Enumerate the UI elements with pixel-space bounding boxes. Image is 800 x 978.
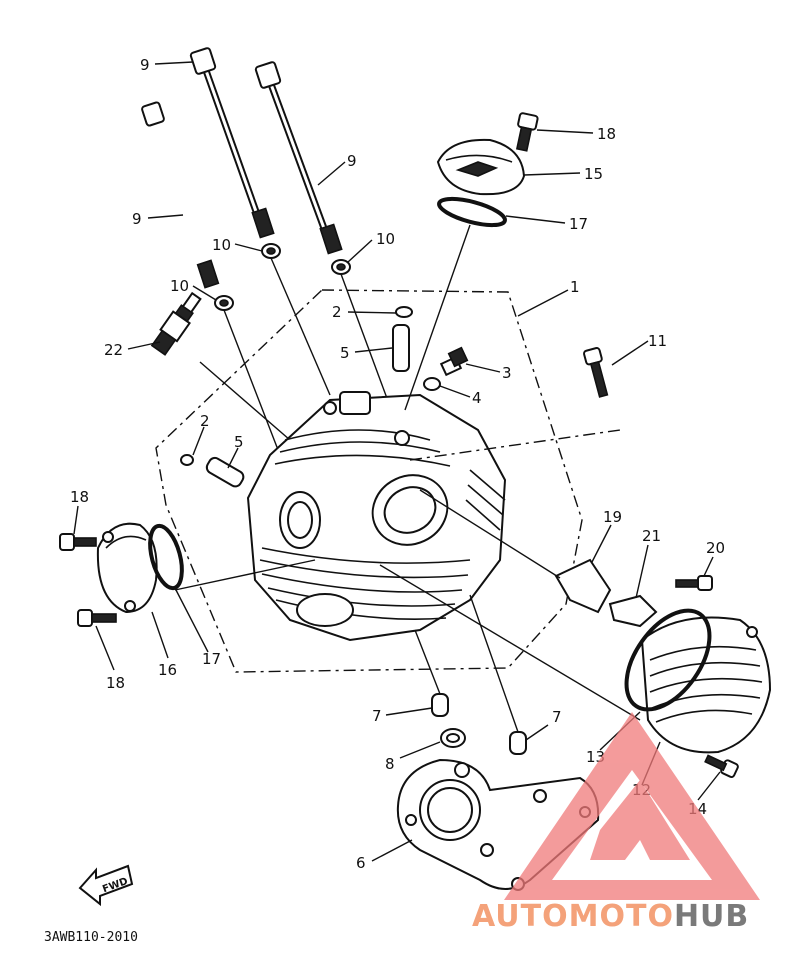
washer-4: [423, 377, 441, 391]
tappet-cover-right: [640, 616, 772, 754]
cylinder-head: [246, 391, 507, 642]
watermark-logo: [504, 712, 760, 900]
bolt-18-left-upper: [59, 533, 97, 551]
callout-20: 20: [706, 539, 725, 557]
dowel-pin-left: [431, 693, 449, 717]
circlip-upper: [395, 306, 413, 318]
callout-numbers: 9 9 9 10 10 10 2 5 3 4 1 11 18 15 17 22 …: [70, 56, 725, 872]
callout-10b: 10: [376, 230, 395, 248]
bracket-19: [554, 558, 612, 614]
side-cover-left: [96, 522, 158, 614]
circlip-lower: [180, 454, 194, 466]
callout-10c: 10: [170, 277, 189, 295]
o-ring-right: [624, 608, 712, 712]
hex-bolt-3: [439, 346, 469, 377]
leader-lines: [73, 61, 721, 862]
callout-9b: 9: [347, 152, 357, 170]
callout-11: 11: [648, 332, 667, 350]
callout-5b: 5: [234, 433, 244, 451]
diagram-code: 3AWB110-2010: [44, 930, 138, 945]
callout-18a: 18: [597, 125, 616, 143]
callout-2b: 2: [200, 412, 210, 430]
callout-16: 16: [158, 661, 177, 679]
spark-plug: [150, 291, 202, 356]
callout-8: 8: [385, 755, 395, 773]
plate-21: [608, 594, 658, 628]
dowel-pin-right: [509, 731, 527, 755]
callout-4: 4: [472, 389, 482, 407]
head-gasket: [396, 758, 600, 891]
callout-2a: 2: [332, 303, 342, 321]
stud-bolt-left: [141, 101, 220, 289]
callout-9c: 9: [132, 210, 142, 228]
watermark-triangle-icon: [504, 712, 760, 900]
callout-10a: 10: [212, 236, 231, 254]
callout-17b: 17: [202, 650, 221, 668]
o-ring-top: [437, 196, 507, 228]
stud-bolt-center: [189, 47, 275, 239]
watermark-wordmark: AUTOMOTOHUB: [472, 899, 749, 934]
bolt-14: [704, 754, 739, 778]
stud-bolt-right: [254, 61, 343, 255]
bolt-20: [675, 575, 713, 591]
o-ring-left: [148, 523, 184, 591]
bolt-18-top: [515, 112, 539, 152]
callout-19: 19: [603, 508, 622, 526]
bolt-11: [583, 347, 609, 398]
watermark-word-dark: HUB: [674, 899, 749, 934]
callout-7b: 7: [552, 708, 562, 726]
fwd-arrow-icon: FWD: [78, 864, 134, 907]
callout-21: 21: [642, 527, 661, 545]
callout-17a: 17: [569, 215, 588, 233]
callout-6: 6: [356, 854, 366, 872]
valve-guide-lower: [205, 456, 245, 488]
callout-1: 1: [570, 278, 580, 296]
bolt-18-left-lower: [77, 609, 117, 627]
callout-15: 15: [584, 165, 603, 183]
callout-22: 22: [104, 341, 123, 359]
valve-guide-upper: [392, 324, 410, 372]
watermark-word-light: AUTOMOTO: [472, 899, 674, 934]
callout-7a: 7: [372, 707, 382, 725]
callout-5a: 5: [340, 344, 350, 362]
valve-cover-cap: [436, 138, 526, 196]
callout-9a: 9: [140, 56, 150, 74]
callout-18b: 18: [70, 488, 89, 506]
callout-3: 3: [502, 364, 512, 382]
callout-18c: 18: [106, 674, 125, 692]
